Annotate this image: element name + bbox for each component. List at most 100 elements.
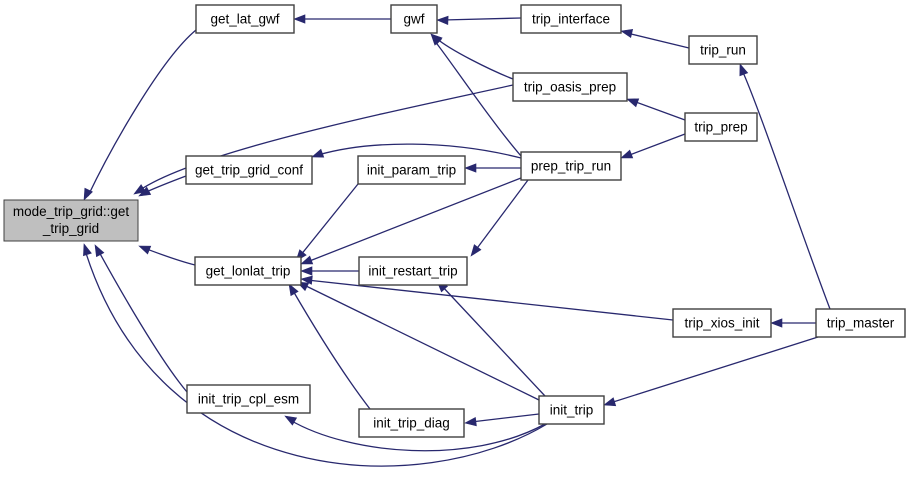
edge-line <box>306 279 674 321</box>
node-label-line2: _trip_grid <box>42 221 99 236</box>
edge-line <box>301 283 540 401</box>
node-trip_prep[interactable]: trip_prep <box>684 112 758 142</box>
arrowhead-icon <box>311 148 325 158</box>
node-trip_oasis_prep[interactable]: trip_oasis_prep <box>512 72 628 102</box>
node-init_trip_diag[interactable]: init_trip_diag <box>358 408 465 438</box>
node-box[interactable] <box>186 384 311 414</box>
node-trip_interface[interactable]: trip_interface <box>520 4 622 34</box>
node-get_lonlat_trip[interactable]: get_lonlat_trip <box>194 256 302 286</box>
edge-get_trip_grid_conf-to-root <box>138 175 187 197</box>
edge-line <box>289 419 546 452</box>
edge-line <box>626 32 690 49</box>
edge-line <box>139 84 514 191</box>
node-box[interactable] <box>520 4 622 34</box>
arrowhead-icon <box>300 255 314 265</box>
edge-init_restart_trip-to-get_lonlat_trip <box>300 266 359 276</box>
edge-init_trip-to-init_restart_trip <box>436 280 546 397</box>
edge-trip_master-to-init_trip <box>603 336 819 407</box>
node-trip_master[interactable]: trip_master <box>815 308 906 338</box>
node-prep_trip_run[interactable]: prep_trip_run <box>520 151 622 181</box>
node-label: init_trip_cpl_esm <box>198 392 299 407</box>
arrowhead-icon <box>83 187 93 201</box>
node-trip_run[interactable]: trip_run <box>688 35 758 65</box>
arrowhead-icon <box>284 415 298 426</box>
edge-init_trip-to-root <box>83 243 548 467</box>
node-label: mode_trip_grid::get <box>13 204 130 219</box>
node-init_trip[interactable]: init_trip <box>538 395 605 425</box>
edge-line <box>317 143 522 159</box>
edge-line <box>474 179 529 252</box>
node-box[interactable] <box>185 155 313 185</box>
edge-trip_xios_init-to-get_lonlat_trip <box>300 275 674 321</box>
edge-line <box>435 37 514 80</box>
node-box[interactable] <box>358 256 468 286</box>
edge-trip_master-to-trip_xios_init <box>770 318 816 328</box>
node-box[interactable] <box>520 151 622 181</box>
edge-line <box>470 413 540 423</box>
arrowhead-icon <box>464 163 477 173</box>
edge-init_trip_cpl_esm-to-root <box>94 244 188 393</box>
edge-prep_trip_run-to-init_restart_trip <box>470 179 529 257</box>
arrowhead-icon <box>138 186 152 197</box>
node-init_restart_trip[interactable]: init_restart_trip <box>358 256 468 286</box>
node-box[interactable] <box>672 308 772 338</box>
edge-trip_prep-to-trip_oasis_prep <box>626 98 686 121</box>
edge-trip_prep-to-prep_trip_run <box>620 133 686 159</box>
edge-get_lat_gwf-to-root <box>83 29 197 201</box>
edge-line <box>97 249 188 393</box>
node-get_trip_grid_conf[interactable]: get_trip_grid_conf <box>185 155 313 185</box>
node-box[interactable] <box>194 256 302 286</box>
edge-line <box>741 69 831 310</box>
node-box[interactable] <box>538 395 605 425</box>
edge-init_trip-to-init_trip_cpl_esm <box>284 415 546 452</box>
node-label: trip_xios_init <box>684 316 759 331</box>
node-get_lat_gwf[interactable]: get_lat_gwf <box>195 4 295 34</box>
arrowhead-icon <box>293 14 306 24</box>
arrowhead-icon <box>288 283 299 297</box>
arrowhead-icon <box>430 33 442 46</box>
node-box[interactable] <box>3 199 139 242</box>
edge-gwf-to-get_lat_gwf <box>293 14 391 24</box>
arrowhead-icon <box>770 318 783 328</box>
edge-init_trip-to-get_lonlat_trip <box>296 281 540 401</box>
node-box[interactable] <box>815 308 906 338</box>
node-label: get_lonlat_trip <box>206 264 291 279</box>
edge-line <box>442 17 522 21</box>
arrowhead-icon <box>739 63 749 77</box>
edge-line <box>84 249 548 467</box>
arrowhead-icon <box>626 98 640 108</box>
node-box[interactable] <box>357 155 466 185</box>
arrowhead-icon <box>300 275 313 285</box>
edge-get_lonlat_trip-to-root <box>138 245 196 266</box>
arrowhead-icon <box>603 397 617 407</box>
edge-line <box>609 336 819 404</box>
node-box[interactable] <box>358 408 465 438</box>
arrowhead-icon <box>470 244 482 257</box>
edge-line <box>433 39 522 157</box>
node-trip_xios_init[interactable]: trip_xios_init <box>672 308 772 338</box>
arrowhead-icon <box>620 149 634 159</box>
node-box[interactable] <box>512 72 628 102</box>
node-init_param_trip[interactable]: init_param_trip <box>357 155 466 185</box>
edge-line <box>143 247 196 266</box>
edge-trip_master-to-trip_run <box>739 63 831 310</box>
node-box[interactable] <box>195 4 295 34</box>
node-label: trip_master <box>827 316 895 331</box>
node-box[interactable] <box>688 35 758 65</box>
node-label: trip_run <box>700 43 746 58</box>
node-root[interactable]: mode_trip_grid::get_trip_grid <box>3 199 139 242</box>
node-box[interactable] <box>684 112 758 142</box>
edge-line <box>306 177 522 263</box>
edge-line <box>291 288 371 410</box>
node-init_trip_cpl_esm[interactable]: init_trip_cpl_esm <box>186 384 311 414</box>
node-gwf[interactable]: gwf <box>390 4 438 34</box>
node-box[interactable] <box>390 4 438 34</box>
edge-line <box>299 183 359 257</box>
node-label: trip_oasis_prep <box>524 80 616 95</box>
edge-line <box>626 133 686 157</box>
node-label: prep_trip_run <box>531 159 611 174</box>
edge-prep_trip_run-to-init_param_trip <box>464 163 521 173</box>
edge-trip_oasis_prep-to-gwf <box>430 33 514 80</box>
